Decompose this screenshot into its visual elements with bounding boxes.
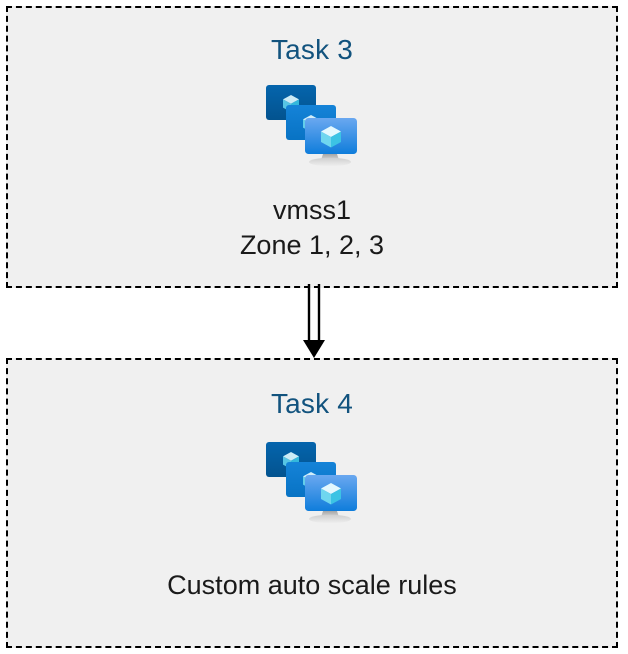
- task-3-title: Task 3: [270, 34, 354, 65]
- task-box-3: Task 3: [6, 6, 618, 288]
- vmss-icon: [266, 85, 357, 167]
- task-3-caption-line-1: vmss1: [272, 195, 351, 225]
- task-4-title: Task 4: [270, 388, 354, 419]
- vmss-icon: [266, 442, 357, 524]
- double-line-arrow: [303, 284, 325, 358]
- task-3-caption-line-2: Zone 1, 2, 3: [239, 229, 385, 260]
- task-4-caption: Custom auto scale rules: [167, 568, 457, 603]
- task-3-caption: vmss1 Zone 1, 2, 3: [240, 193, 384, 262]
- task-4-caption-line-1: Custom auto scale rules: [167, 570, 457, 600]
- task-box-4: Task 4: [6, 358, 618, 648]
